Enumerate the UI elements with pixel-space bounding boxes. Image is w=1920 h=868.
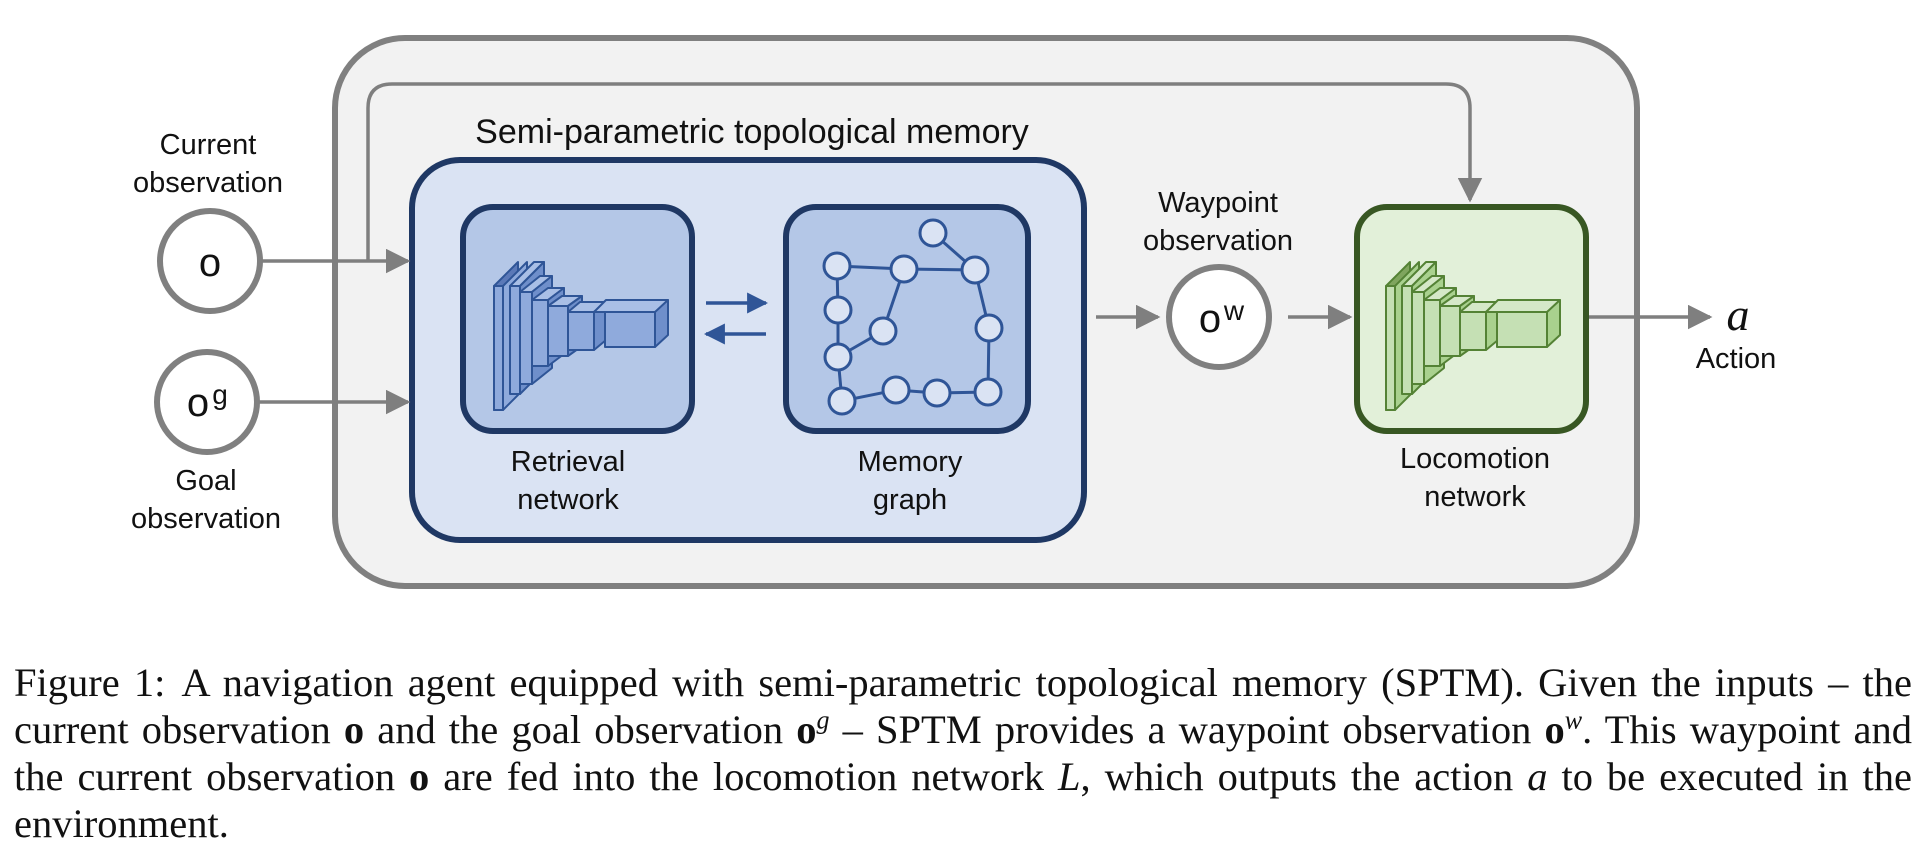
action-symbol: a (1727, 289, 1750, 340)
figure-caption: Figure 1:A navigation agent equipped wit… (14, 659, 1912, 847)
caption-text: to be executed in the environment. (14, 754, 1912, 846)
caption-text: and the goal observation (364, 707, 797, 752)
goal-observation-label: Goal (175, 465, 236, 497)
memory-graph-nodes (822, 218, 1004, 416)
sptm-title: Semi-parametric topological memory (475, 113, 1029, 151)
caption-math-o: o (343, 707, 365, 752)
goal-observation-label-2: observation (131, 503, 281, 535)
bypass-arrow (366, 82, 1483, 261)
locomotion-network-label: Locomotion (1400, 443, 1550, 475)
goal-observation-symbol: o (187, 381, 209, 425)
caption-math-a: a (1527, 754, 1548, 799)
current-observation-symbol: o (199, 241, 221, 285)
caption-math-o: o (1544, 707, 1565, 752)
action-label: Action (1696, 343, 1777, 375)
caption-text: , which outputs the action (1080, 754, 1528, 799)
waypoint-observation-sup: w (1223, 295, 1245, 326)
memory-graph-label: Memory (858, 446, 963, 478)
caption-math-w: w (1564, 705, 1583, 735)
caption-text: . This waypoint and the current observat… (14, 707, 1913, 799)
waypoint-observation-label-2: observation (1143, 225, 1293, 257)
caption-text: A navigation agent equipped with semi-pa… (14, 660, 1912, 752)
caption-math-g: g (816, 705, 830, 735)
caption-math-o: o (796, 707, 817, 752)
retrieval-cnn-icon (493, 261, 669, 411)
sptm-diagram: Semi-parametric topological memory Curre… (131, 35, 1777, 589)
retrieval-network-label: Retrieval (511, 446, 625, 478)
goal-observation-sup: g (212, 379, 228, 410)
locomotion-cnn-icon (1385, 261, 1561, 411)
current-observation-label-2: observation (133, 167, 283, 199)
caption-text: are fed into the locomotion network (429, 754, 1058, 799)
memory-graph-label-2: graph (873, 484, 947, 516)
locomotion-network-label-2: network (1424, 481, 1526, 513)
figure-label: Figure 1: (14, 660, 166, 705)
waypoint-observation-symbol: o (1199, 297, 1221, 341)
caption-math-o: o (409, 754, 430, 799)
caption-text: – SPTM provides a waypoint observation (829, 707, 1545, 752)
retrieval-network-label-2: network (517, 484, 619, 516)
current-observation-node (157, 208, 263, 314)
goal-observation-node (154, 349, 260, 455)
caption-math-L: L (1057, 754, 1081, 799)
waypoint-observation-node (1166, 264, 1272, 370)
current-observation-label: Current (160, 129, 257, 161)
waypoint-observation-label: Waypoint (1158, 187, 1278, 219)
